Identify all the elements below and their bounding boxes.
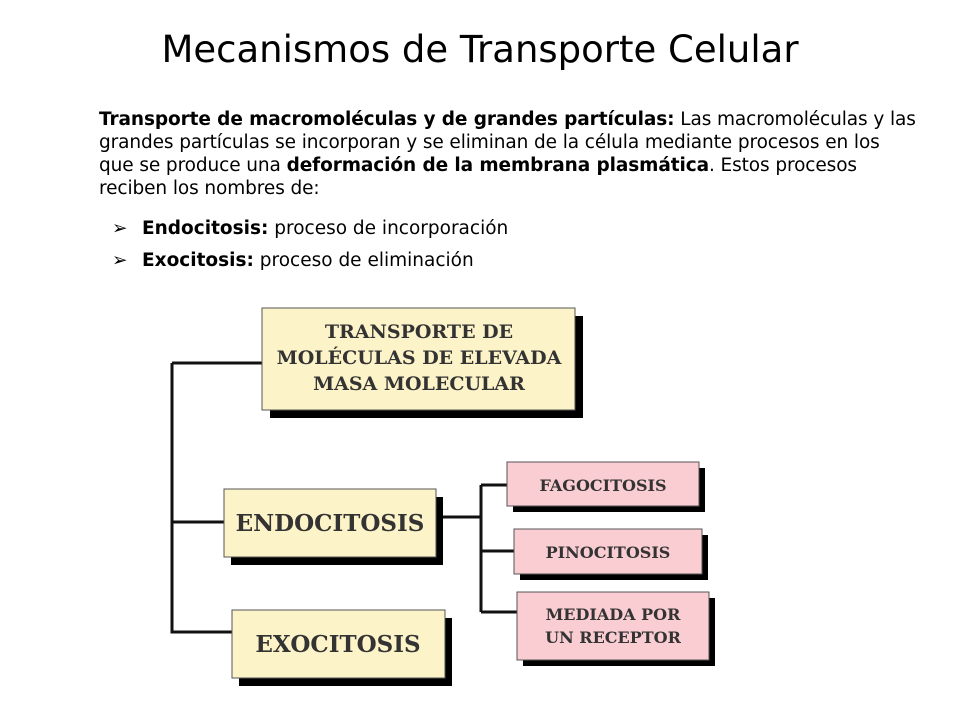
root-line-1: TRANSPORTE DE [325, 321, 513, 343]
connector-left-trunk [170, 361, 262, 634]
bullet-desc: proceso de incorporación [268, 218, 509, 239]
node-mediada-receptor: MEDIADA POR UN RECEPTOR [516, 591, 715, 666]
intro-lead: Transporte de macromoléculas y de grande… [99, 109, 675, 130]
diagram-connectors [170, 361, 517, 634]
bullet-exocitosis: ➢ Exocitosis: proceso de eliminación [112, 249, 474, 272]
node-endocitosis: ENDOCITOSIS [223, 488, 443, 565]
bullet-term: Exocitosis: [142, 250, 254, 271]
node-root: TRANSPORTE DE MOLÉCULAS DE ELEVADA MASA … [261, 307, 583, 418]
bullet-endocitosis: ➢ Endocitosis: proceso de incorporación [112, 217, 508, 240]
connector-endo-branch [436, 483, 517, 614]
intro-bold-phrase: deformación de la membrana plasmática [286, 155, 709, 176]
arrow-bullet-icon: ➢ [112, 250, 128, 271]
node-fagocitosis: FAGOCITOSIS [506, 461, 705, 512]
intro-text-2: . Estos procesos reciben los nombres de: [99, 155, 857, 199]
arrow-bullet-icon: ➢ [112, 218, 128, 239]
endocitosis-label: ENDOCITOSIS [236, 510, 425, 537]
slide-title: Mecanismos de Transporte Celular [161, 28, 799, 71]
node-exocitosis: EXOCITOSIS [231, 609, 452, 686]
bullet-desc: proceso de eliminación [253, 250, 474, 271]
bullet-term: Endocitosis: [142, 218, 269, 239]
mediada-line-1: MEDIADA POR [546, 605, 682, 624]
pinocitosis-label: PINOCITOSIS [546, 543, 671, 562]
intro-text-1: Las macromoléculas y las grandes partícu… [99, 109, 916, 176]
fagocitosis-label: FAGOCITOSIS [539, 476, 666, 495]
exocitosis-label: EXOCITOSIS [255, 631, 420, 658]
root-line-2: MOLÉCULAS DE ELEVADA [277, 346, 562, 369]
intro-paragraph: Transporte de macromoléculas y de grande… [99, 108, 919, 200]
mediada-line-2: UN RECEPTOR [545, 628, 681, 647]
root-line-3: MASA MOLECULAR [313, 373, 525, 395]
node-pinocitosis: PINOCITOSIS [513, 528, 708, 580]
